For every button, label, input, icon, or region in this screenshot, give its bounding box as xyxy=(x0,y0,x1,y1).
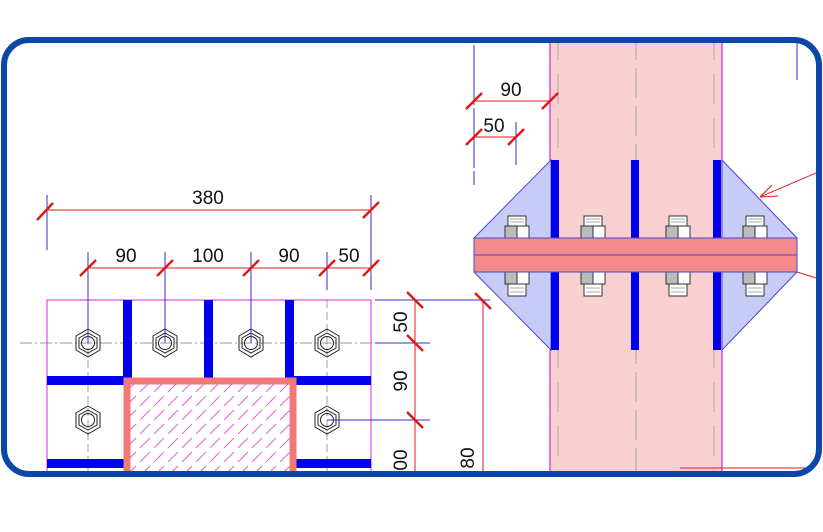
stiffener xyxy=(47,376,125,385)
dim-label: 50 xyxy=(391,311,412,332)
dim-label: 90 xyxy=(500,80,521,101)
dim-label: 50 xyxy=(483,116,504,137)
column-section xyxy=(123,377,297,473)
stiffener xyxy=(294,376,371,385)
stiffener xyxy=(285,300,294,380)
stiffener xyxy=(123,300,132,380)
stiffener xyxy=(294,459,371,468)
stiffener xyxy=(47,459,125,468)
dim-label: 90 xyxy=(115,246,136,267)
dim-label: 90 xyxy=(391,370,412,391)
end-plate-bottom xyxy=(473,254,798,273)
dim-label: 50 xyxy=(338,246,359,267)
dim-label: 100 xyxy=(192,246,224,267)
column-elevation: 90 50 xyxy=(465,41,818,473)
frame-border xyxy=(1,37,822,477)
stiffener xyxy=(204,300,213,380)
dim-label-overall: 380 xyxy=(192,188,224,209)
dim-label: 00 xyxy=(391,449,412,470)
dim-label: 90 xyxy=(278,246,299,267)
end-plate-top xyxy=(473,237,798,256)
base-plate-plan: 380 90 100 90 50 50 90 00 80 xyxy=(20,188,492,473)
dim-label: 80 xyxy=(458,447,479,468)
